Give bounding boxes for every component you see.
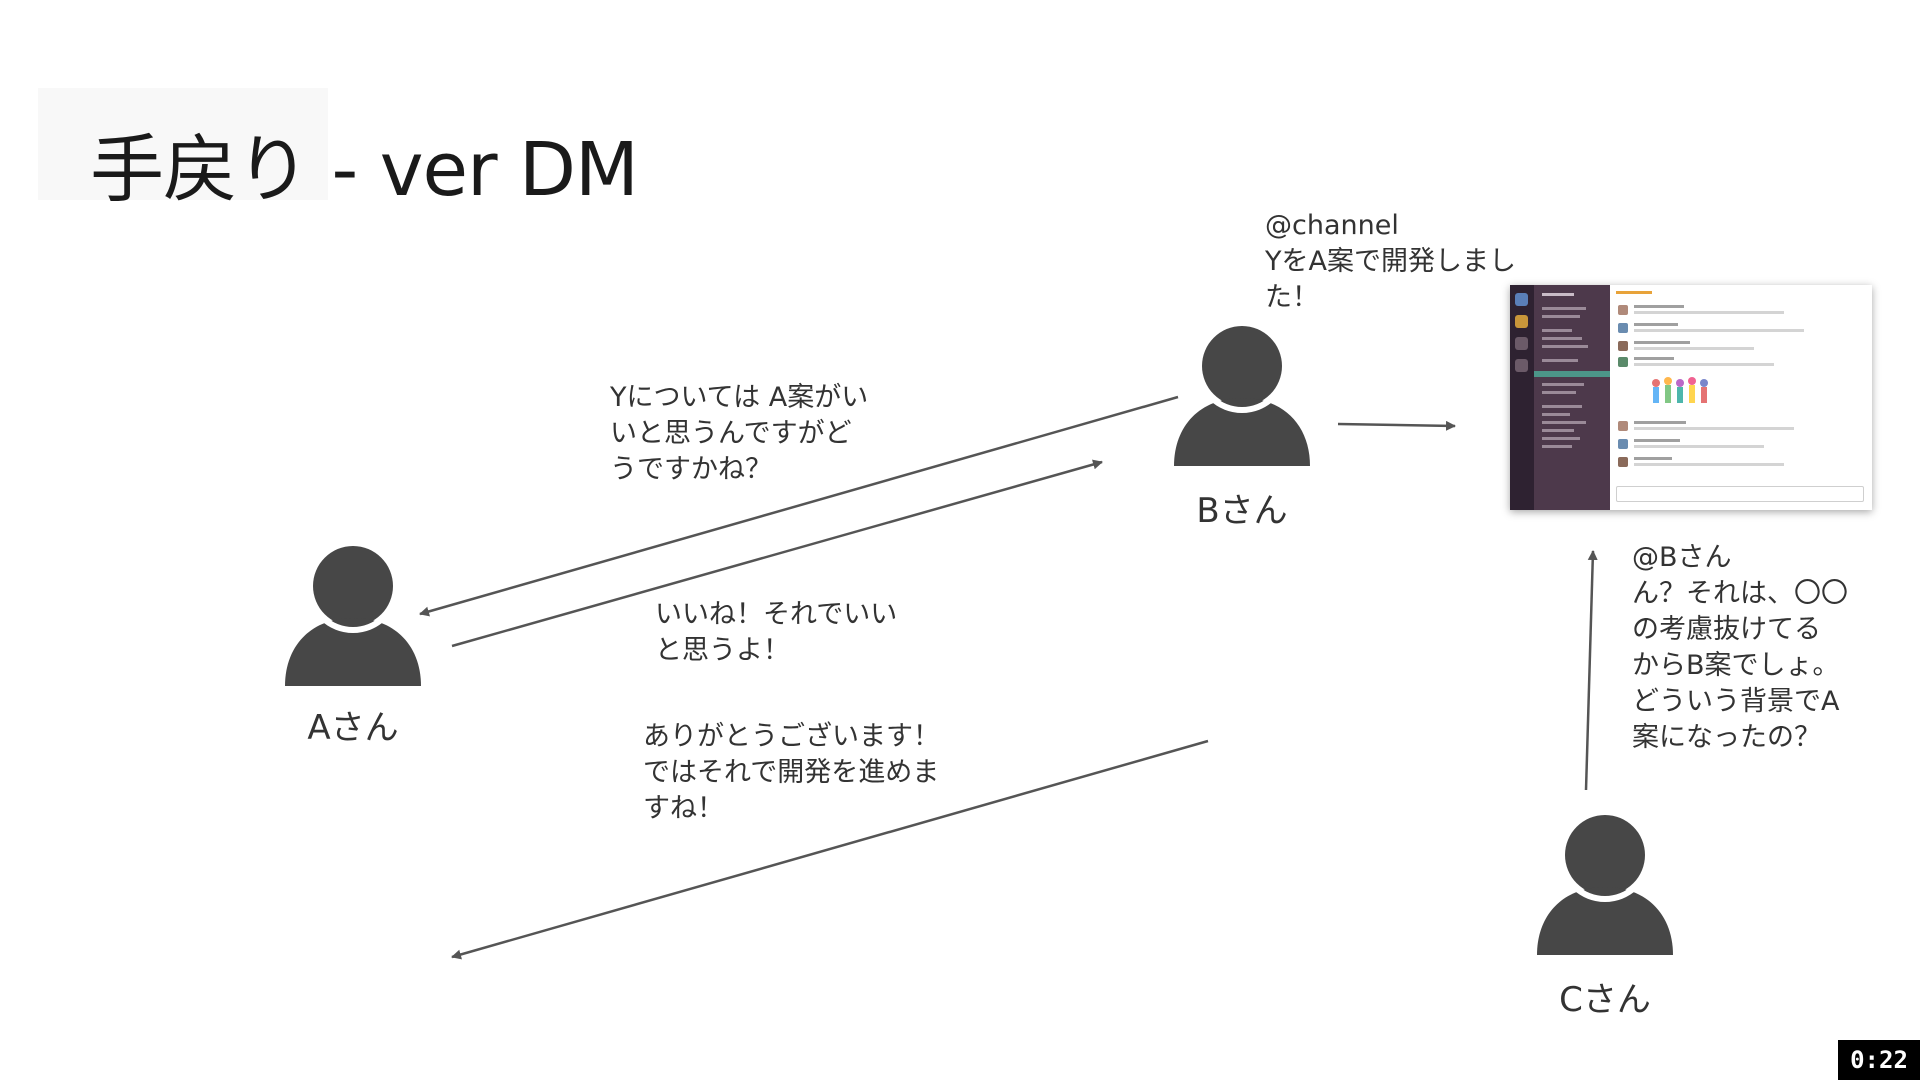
message-a-to-b: いいね！それでいい と思うよ！ <box>655 599 898 666</box>
person-c-icon <box>1535 815 1675 955</box>
person-a-icon <box>283 546 423 686</box>
message-b-channel: @channel YをA案で開発しまし た！ <box>1265 210 1516 313</box>
person-a-label: Aさん <box>307 708 399 748</box>
title-background <box>38 88 328 200</box>
slack-window-thumbnail <box>1510 285 1872 510</box>
arrow-c-to-slack <box>1584 550 1598 791</box>
channel-sidebar <box>1534 285 1610 510</box>
video-timer: 0:22 <box>1838 1040 1920 1080</box>
arrow-b-to-a-final <box>451 739 1209 960</box>
workspace-rail <box>1510 285 1534 510</box>
slide-title: 手戻り - ver DM <box>90 127 639 213</box>
arrow-b-to-slack <box>1337 420 1456 431</box>
message-pane <box>1610 285 1872 510</box>
message-input-field <box>1616 486 1864 502</box>
message-b-to-a: Yについては A案がい いと思うんですがど うですかね？ <box>610 382 869 485</box>
illustration-icon <box>1652 377 1708 403</box>
person-b-label: Bさん <box>1196 491 1288 531</box>
arrow-b-to-a <box>419 395 1179 617</box>
arrow-a-to-b <box>451 459 1103 648</box>
person-c-label: Cさん <box>1559 980 1651 1020</box>
message-c-reply: @Bさん ん？それは、〇〇 の考慮抜けてる からB案でしょ。 どういう背景でA … <box>1632 542 1848 753</box>
person-b-icon <box>1172 326 1312 466</box>
message-b-to-a-final: ありがとうございます！ ではそれで開発を進めま すね！ <box>643 721 940 824</box>
